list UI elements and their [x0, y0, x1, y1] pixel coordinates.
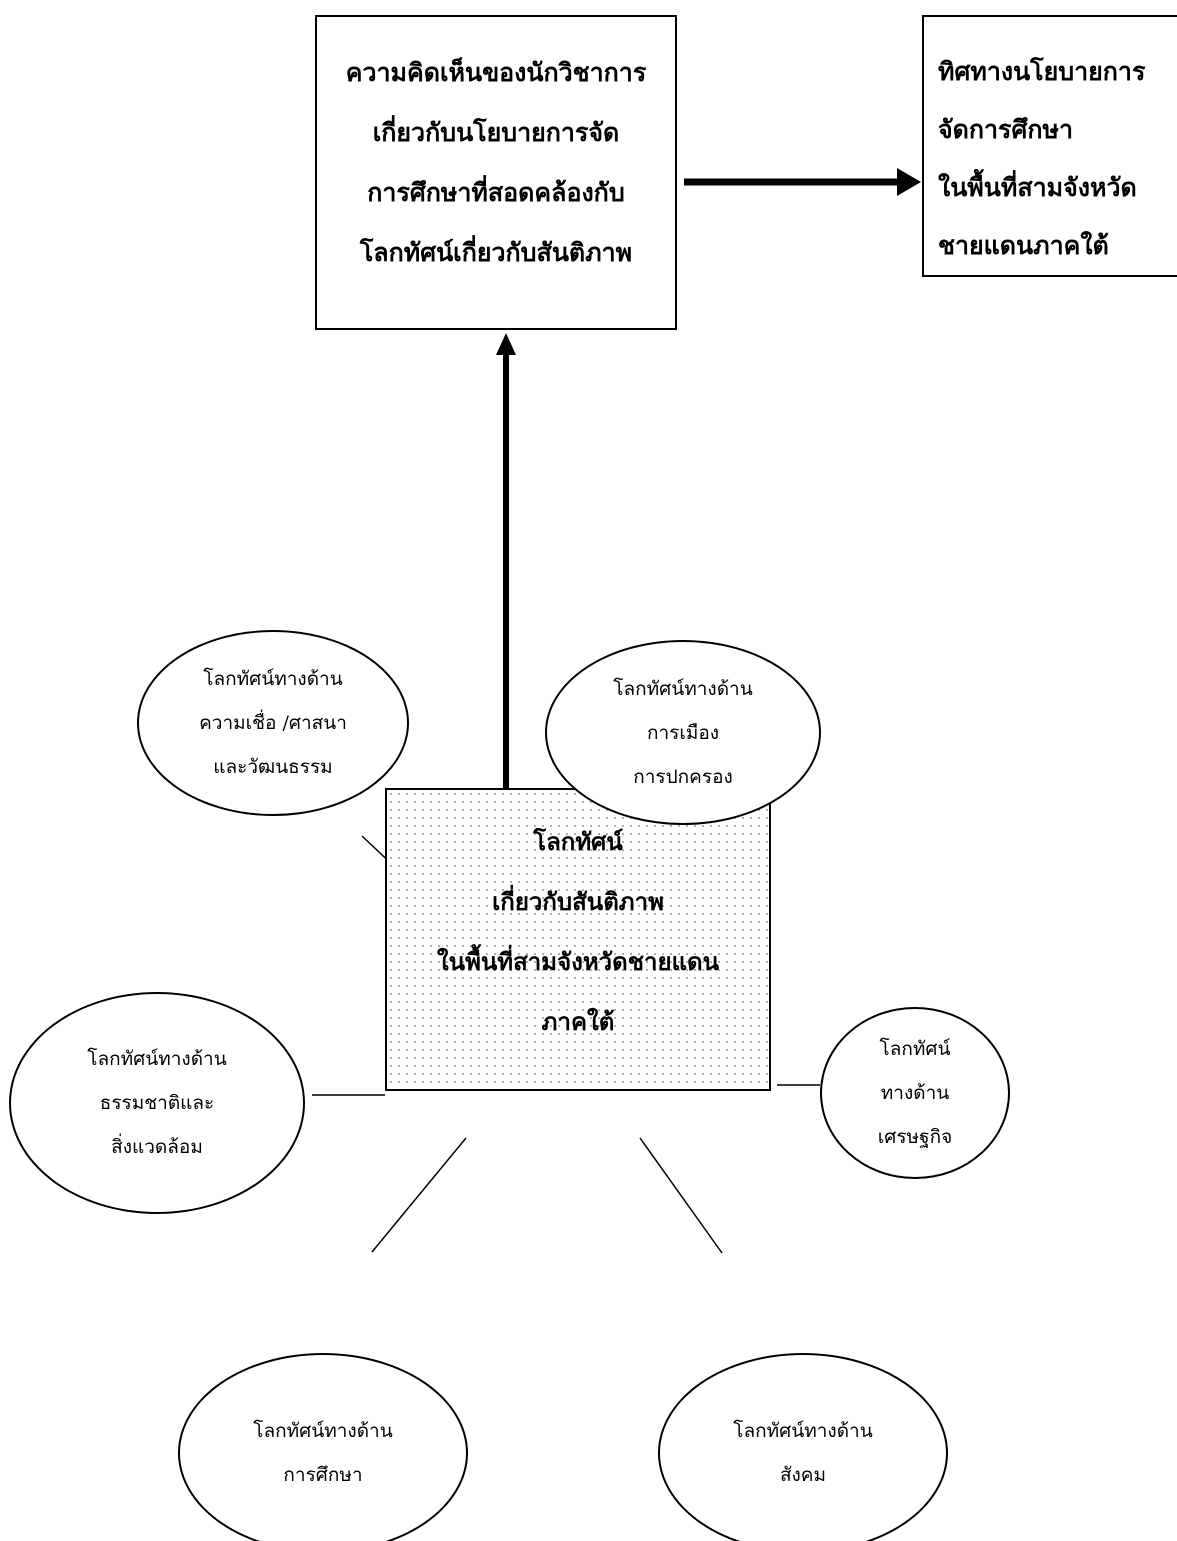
peace-worldview-center-box: โลกทัศน์ เกี่ยวกับสันติภาพ ในพื้นที่สามจ…: [385, 788, 771, 1091]
opinion-line-3: การศึกษาที่สอดคล้องกับ: [367, 178, 625, 207]
policy-line-2: จัดการศึกษา: [938, 115, 1074, 144]
politics-line-3: การปกครอง: [633, 765, 733, 788]
belief-line-2: ความเชื่อ /ศาสนา: [199, 712, 347, 734]
nature-line-2: ธรรมชาติและ: [99, 1092, 215, 1114]
opinion-line-4: โลกทัศน์เกี่ยวกับสันติภาพ: [359, 238, 633, 267]
society-ellipse: โลกทัศน์ทางด้าน สังคม: [658, 1353, 948, 1541]
belief-line-3: และวัฒนธรรม: [213, 756, 333, 778]
arrow-center-to-opinion-head: [496, 333, 516, 355]
belief-line-1: โลกทัศน์ทางด้าน: [203, 668, 343, 690]
nature-environment-ellipse: โลกทัศน์ทางด้าน ธรรมชาติและ สิ่งแวดล้อม: [9, 992, 305, 1214]
center-line-4: ภาคใต้: [541, 1007, 615, 1036]
center-line-1: โลกทัศน์: [533, 827, 623, 856]
policy-line-1: ทิศทางนโยบายการ: [938, 57, 1146, 86]
economy-ellipse: โลกทัศน์ ทางด้าน เศรษฐกิจ: [820, 1007, 1010, 1179]
opinion-line-2: เกี่ยวกับนโยบายการจัด: [372, 118, 620, 147]
society-line-1: โลกทัศน์ทางด้าน: [733, 1420, 873, 1442]
economy-line-1: โลกทัศน์: [879, 1038, 951, 1060]
policy-line-4: ชายแดนภาคใต้: [938, 231, 1109, 260]
policy-line-3: ในพื้นที่สามจังหวัด: [938, 173, 1137, 202]
scholars-opinion-box: ความคิดเห็นของนักวิชาการ เกี่ยวกับนโยบาย…: [315, 15, 677, 330]
politics-governance-ellipse: โลกทัศน์ทางด้าน การเมือง การปกครอง: [545, 640, 821, 825]
arrow-opinion-to-policy-head: [897, 168, 921, 196]
economy-line-2: ทางด้าน: [880, 1082, 950, 1104]
policy-direction-box: ทิศทางนโยบายการ จัดการศึกษา ในพื้นที่สาม…: [922, 15, 1177, 277]
politics-line-2: การเมือง: [646, 721, 720, 744]
society-line-2: สังคม: [779, 1464, 827, 1486]
center-line-3: ในพื้นที่สามจังหวัดชายแดน: [436, 947, 720, 976]
nature-line-3: สิ่งแวดล้อม: [111, 1136, 203, 1158]
economy-line-3: เศรษฐกิจ: [877, 1126, 953, 1148]
politics-line-1: โลกทัศน์ทางด้าน: [613, 677, 753, 700]
center-line-2: เกี่ยวกับสันติภาพ: [492, 887, 664, 916]
connector-education: [371, 1137, 467, 1253]
connector-society: [639, 1137, 723, 1254]
education-line-1: โลกทัศน์ทางด้าน: [253, 1420, 393, 1442]
nature-line-1: โลกทัศน์ทางด้าน: [87, 1048, 227, 1070]
education-line-2: การศึกษา: [283, 1464, 363, 1486]
belief-religion-culture-ellipse: โลกทัศน์ทางด้าน ความเชื่อ /ศาสนา และวัฒน…: [137, 630, 409, 816]
education-ellipse: โลกทัศน์ทางด้าน การศึกษา: [178, 1353, 468, 1541]
opinion-line-1: ความคิดเห็นของนักวิชาการ: [345, 58, 647, 87]
